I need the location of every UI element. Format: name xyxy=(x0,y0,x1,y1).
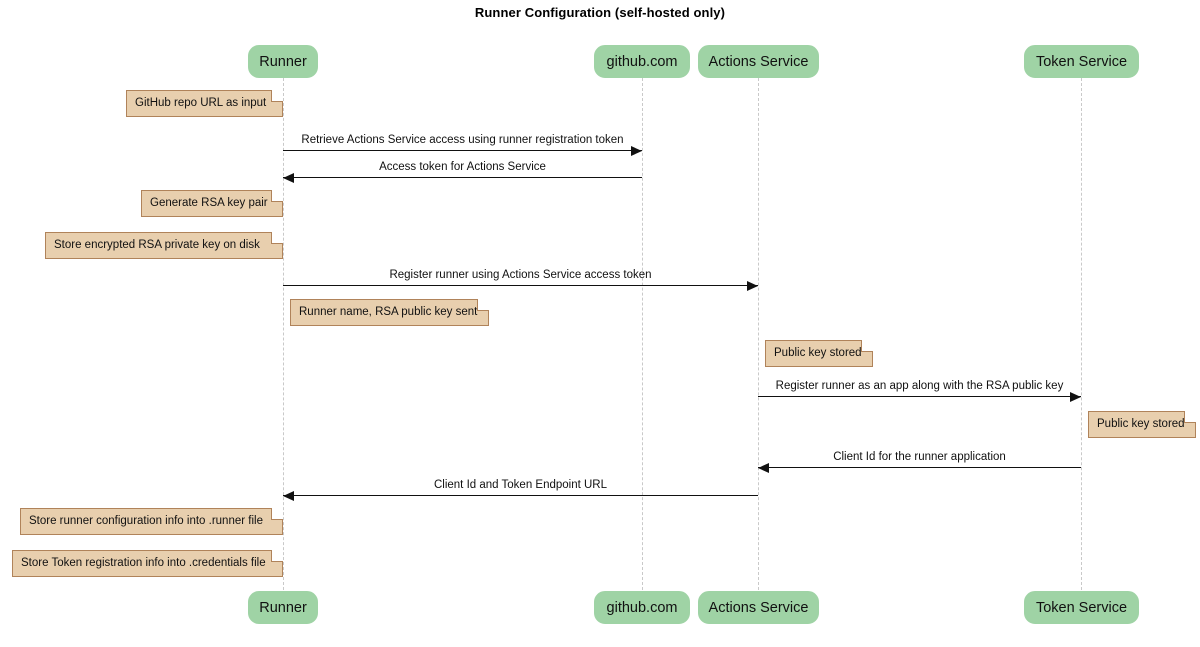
participant-header-runner[interactable]: Runner xyxy=(248,45,318,78)
msg-register-runner-as-app-arrowhead xyxy=(1070,391,1081,402)
note-fold-corner-icon xyxy=(861,340,873,352)
note-public-key-stored-actions-text: Public key stored xyxy=(774,347,862,359)
note-fold-corner-icon xyxy=(271,508,283,520)
msg-register-runner-arrowhead xyxy=(747,280,758,291)
msg-access-token-arrowhead xyxy=(283,172,294,183)
participant-header-github[interactable]: github.com xyxy=(594,45,690,78)
note-runner-name-key-text: Runner name, RSA public key sent xyxy=(299,306,478,318)
participant-footer-runner[interactable]: Runner xyxy=(248,591,318,624)
msg-client-id-runner-app-line xyxy=(758,467,1081,468)
note-fold-corner-icon xyxy=(1184,411,1196,423)
note-fold-corner-icon xyxy=(477,299,489,311)
msg-register-runner-line xyxy=(283,285,758,286)
note-store-private-key: Store encrypted RSA private key on disk xyxy=(45,232,283,259)
note-generate-rsa-text: Generate RSA key pair xyxy=(150,197,268,209)
msg-client-id-token-endpoint-label: Client Id and Token Endpoint URL xyxy=(433,479,608,491)
note-store-token-registration-text: Store Token registration info into .cred… xyxy=(21,557,266,569)
note-fold-corner-icon xyxy=(271,550,283,562)
note-generate-rsa: Generate RSA key pair xyxy=(141,190,283,217)
note-store-runner-config: Store runner configuration info into .ru… xyxy=(20,508,283,535)
note-runner-name-key: Runner name, RSA public key sent xyxy=(290,299,489,326)
lifeline-github xyxy=(642,78,643,590)
note-public-key-stored-token-text: Public key stored xyxy=(1097,418,1185,430)
note-github-repo-url-text: GitHub repo URL as input xyxy=(135,97,267,109)
msg-register-runner-as-app-label: Register runner as an app along with the… xyxy=(775,380,1064,392)
note-public-key-stored-actions: Public key stored xyxy=(765,340,873,367)
note-fold-corner-icon xyxy=(271,232,283,244)
msg-client-id-token-endpoint-line xyxy=(283,495,758,496)
participant-footer-token[interactable]: Token Service xyxy=(1024,591,1139,624)
participant-footer-github[interactable]: github.com xyxy=(594,591,690,624)
participant-header-token[interactable]: Token Service xyxy=(1024,45,1139,78)
note-store-private-key-text: Store encrypted RSA private key on disk xyxy=(54,239,260,251)
note-public-key-stored-token: Public key stored xyxy=(1088,411,1196,438)
msg-retrieve-actions-access-label: Retrieve Actions Service access using ru… xyxy=(301,134,624,146)
msg-access-token-line xyxy=(283,177,642,178)
lifeline-actions xyxy=(758,78,759,590)
note-github-repo-url: GitHub repo URL as input xyxy=(126,90,283,117)
msg-client-id-token-endpoint-arrowhead xyxy=(283,490,294,501)
msg-register-runner-as-app-line xyxy=(758,396,1081,397)
lifeline-runner xyxy=(283,78,284,590)
msg-client-id-runner-app-label: Client Id for the runner application xyxy=(833,451,1006,463)
msg-access-token-label: Access token for Actions Service xyxy=(379,161,546,173)
participant-header-actions[interactable]: Actions Service xyxy=(698,45,819,78)
note-store-runner-config-text: Store runner configuration info into .ru… xyxy=(29,515,263,527)
msg-client-id-runner-app-arrowhead xyxy=(758,462,769,473)
note-fold-corner-icon xyxy=(271,90,283,102)
note-store-token-registration: Store Token registration info into .cred… xyxy=(12,550,283,577)
note-fold-corner-icon xyxy=(271,190,283,202)
participant-footer-actions[interactable]: Actions Service xyxy=(698,591,819,624)
msg-retrieve-actions-access-arrowhead xyxy=(631,145,642,156)
page-title: Runner Configuration (self-hosted only) xyxy=(474,5,726,20)
lifeline-token xyxy=(1081,78,1082,590)
msg-retrieve-actions-access-line xyxy=(283,150,642,151)
msg-register-runner-label: Register runner using Actions Service ac… xyxy=(389,269,652,281)
